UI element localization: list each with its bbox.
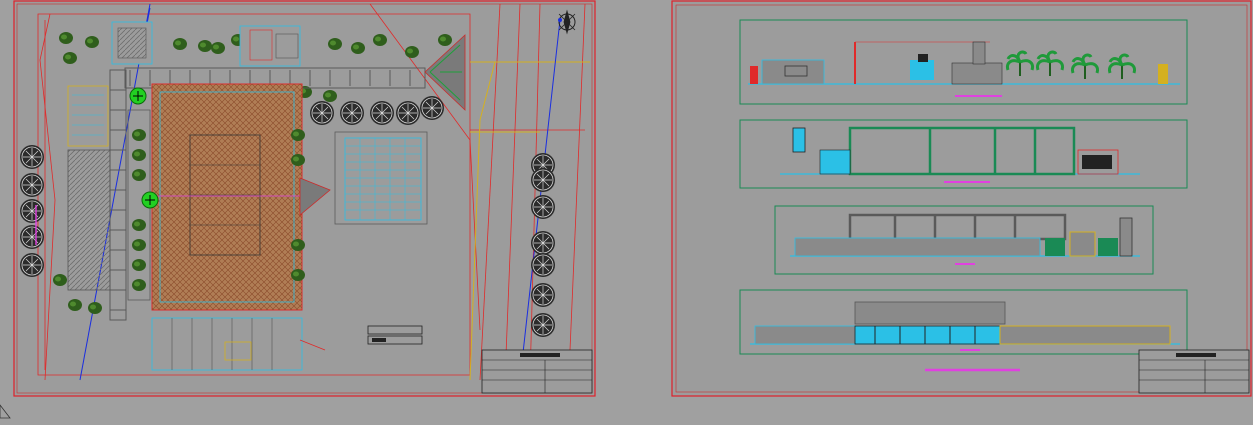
utility-line [469, 61, 590, 381]
elevation-3 [774, 205, 1154, 275]
bottom-building [151, 317, 326, 371]
survey-point [558, 18, 562, 22]
marker-circles [129, 87, 159, 209]
top-buildings [111, 21, 301, 67]
parking-area [67, 85, 111, 291]
compass-rose-icon [558, 9, 576, 35]
elevation-1 [739, 19, 1188, 105]
left-sheet [13, 0, 596, 397]
title-block-left [481, 349, 593, 394]
elevation-4 [739, 289, 1188, 355]
side-pavilion [299, 177, 331, 216]
right-sheet [671, 0, 1252, 397]
elevation-2 [739, 119, 1188, 189]
area-schedule-table [334, 131, 428, 225]
entrance-pavilion [424, 34, 466, 111]
main-court [127, 83, 303, 311]
legend-box [367, 325, 423, 345]
ucs-triangle-icon [0, 404, 11, 419]
title-block-right [1138, 349, 1250, 394]
trees-left-column [19, 144, 45, 278]
